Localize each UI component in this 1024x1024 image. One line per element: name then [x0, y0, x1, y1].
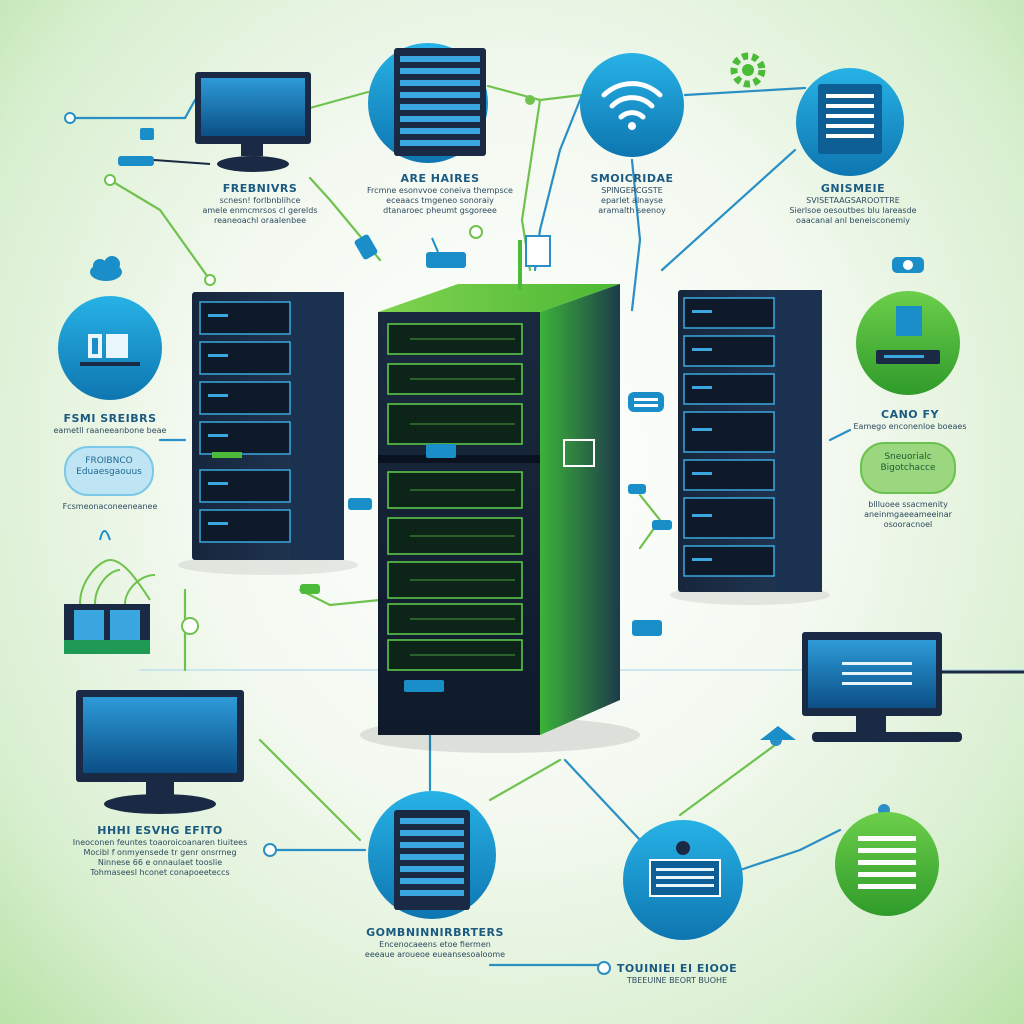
label-line: reaneoachl oraalenbee — [213, 215, 307, 225]
label-title: FSMI SREIBRS — [63, 412, 157, 425]
storage-circle-icon — [58, 296, 162, 400]
cloud-line: Eduaesgaouus — [76, 466, 142, 477]
server-rack-right — [670, 290, 830, 605]
label-title: HHHI ESVHG EFITO — [97, 824, 223, 837]
label-line: SVISETAAGSAROOTTRE — [806, 195, 900, 205]
label-line: oaacanal anl beneisconemiy — [796, 215, 910, 225]
plug-icon — [892, 257, 924, 273]
label-bottom-left: HHHI ESVHG EFITO Ineoconen feuntes toaor… — [60, 824, 260, 878]
cloud-icon — [90, 256, 122, 281]
label-line: TBEEUINE BEORT BUOHE — [626, 975, 728, 985]
power-distribution-icon — [64, 530, 156, 654]
label-title: SMOICRIDAE — [590, 172, 674, 185]
label-top-center: ARE HAIRES Frcmne esonvvoe coneiva themp… — [360, 172, 520, 216]
small-device-icon — [118, 128, 211, 166]
label-top-right: SMOICRIDAE SPINGERCGSTE eparlet alnayse … — [572, 172, 692, 216]
cloud-line: Bigotchacce — [880, 462, 936, 473]
connector-icon — [300, 484, 672, 636]
label-line: Tohmaseesl hconet conapoeeteccs — [90, 867, 230, 877]
document-circle-icon — [796, 68, 904, 176]
document-circle-icon — [835, 812, 939, 916]
label-title: GOMBNINNIRBRTERS — [366, 926, 504, 939]
label-top-left: FREBNIVRS scnesn! forlbnblihce amele enm… — [190, 182, 330, 226]
cloud-line: Sneuorialc — [884, 452, 932, 462]
label-line: SPINGERCGSTE — [601, 185, 663, 195]
label-line: Eamego enconenloe boeaes — [853, 421, 967, 431]
label-far-right: GNISMEIE SVISETAAGSAROOTTRE Sierlsoe oes… — [768, 182, 938, 226]
connection-nodes — [64, 95, 890, 975]
label-title: CANO FY — [881, 408, 939, 421]
cloud-badge-right: Sneuorialc Bigotchacce — [860, 442, 956, 494]
tag-icon — [628, 392, 664, 412]
network-switch-circle-icon — [623, 820, 743, 940]
wifi-icon — [580, 53, 684, 157]
label-line: eparlet alnayse — [601, 195, 663, 205]
label-line: osooracnoel — [883, 520, 933, 529]
antenna-icon — [518, 235, 551, 290]
small-router-icon — [354, 234, 466, 268]
label-line: Frcmne esonvvoe coneiva thempsce — [367, 185, 513, 195]
label-line: aramalth seenoy — [598, 205, 666, 215]
router-circle-icon — [856, 291, 960, 395]
label-title: GNISMEIE — [820, 182, 886, 195]
label-title: FREBNIVRS — [222, 182, 298, 195]
label-line: eametll raaneeanbone beae — [53, 425, 167, 435]
label-line: eeeaue aroueoe eueansesoaloome — [364, 949, 506, 959]
label-line: Ineoconen feuntes toaoroicoanaren tiuite… — [72, 837, 248, 847]
server-circle-icon — [368, 791, 496, 919]
label-line: Ninnese 66 e onnaulaet tooslie — [97, 857, 223, 867]
label-line: Mocibl f onmyensede tr genr onsrrneg — [83, 847, 237, 857]
label-title: TOUINIEI EI EIOOE — [616, 962, 738, 975]
label-line: Encenocaeens etoe fiermen — [379, 939, 491, 949]
cloud-line: FROIBNCO — [85, 456, 133, 466]
label-line: amele enmcmrsos cl gerelds — [202, 205, 318, 215]
monitor-icon — [195, 72, 311, 172]
label-title: ARE HAIRES — [400, 172, 480, 185]
label-mid-left: FSMI SREIBRS eametll raaneeanbone beae — [40, 412, 180, 436]
label-line: Fcsmeonaconeeneanee — [62, 502, 158, 511]
label-line: bllluoee ssacmenity — [868, 500, 948, 509]
server-rack-main — [360, 284, 640, 753]
label-line: dtanaroec pheumt gsgoreee — [383, 205, 497, 215]
cloud-badge-left: FROIBNCO Eduaesgaouus — [64, 446, 154, 496]
monitor-icon — [76, 690, 244, 814]
label-line: eceaacs tmgeneo sonoraiy — [386, 195, 494, 205]
label-line: scnesn! forlbnblihce — [219, 195, 301, 205]
server-circle-icon — [368, 43, 488, 163]
monitor-icon — [802, 632, 962, 742]
server-rack-left — [178, 292, 358, 575]
label-mid-left-under: Fcsmeonaconeeneanee — [50, 502, 170, 512]
satellite-icon — [760, 726, 796, 740]
gear-icon — [730, 52, 766, 88]
label-line: Sierlsoe oesoutbes blu lareasde — [789, 205, 917, 215]
label-bottom-right: TOUINIEI EI EIOOE TBEEUINE BEORT BUOHE — [612, 962, 742, 986]
label-mid-right-under: bllluoee ssacmenity aneinmgaeeameeinar o… — [850, 500, 966, 530]
label-bottom-center: GOMBNINNIRBRTERS Encenocaeens etoe fierm… — [360, 926, 510, 960]
label-line: aneinmgaeeameeinar — [864, 510, 952, 519]
label-mid-right: CANO FY Eamego enconenloe boeaes — [845, 408, 975, 432]
